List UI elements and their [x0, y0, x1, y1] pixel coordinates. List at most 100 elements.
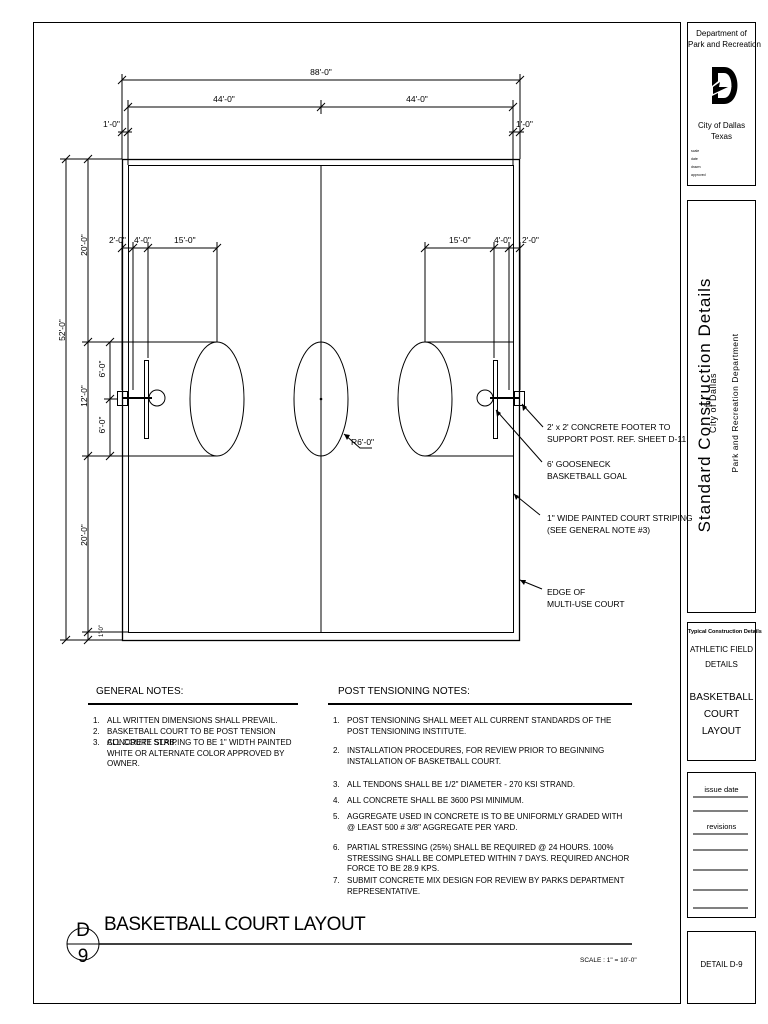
dim-overall-width: 88'-0" [310, 67, 332, 77]
sidebar-box-logo [687, 22, 756, 186]
sidebar-box-sheet [687, 622, 756, 761]
drawing-title: BASKETBALL COURT LAYOUT [104, 914, 366, 935]
dim-offset-right: 1'-0" [516, 119, 533, 129]
city-line1: City of Dallas [697, 121, 746, 130]
sidebar-box-standard [687, 200, 756, 613]
pt-note-3: 3. ALL TENDONS SHALL BE 1/2" DIAMETER - … [333, 780, 633, 791]
field-drawn: drawn [691, 165, 701, 169]
note-number: 1. [333, 716, 340, 725]
dim-side-6-a: 6'-0" [97, 360, 107, 378]
general-notes-heading: GENERAL NOTES: [96, 686, 184, 697]
dim-right-15: 15'-0" [449, 235, 471, 245]
note-text: ALL CONCRETE SHALL BE 3600 PSI MINIMUM. [347, 796, 524, 805]
note-text: ALL TENDONS SHALL BE 1/2" DIAMETER - 270… [347, 780, 575, 789]
court-edge [121, 158, 521, 642]
note-number: 4. [333, 796, 340, 805]
pt-note-6: 6. PARTIAL STRESSING (25%) SHALL BE REQU… [333, 843, 633, 873]
pt-note-1: 1. POST TENSIONING SHALL MEET ALL CURREN… [333, 716, 633, 738]
center-circle [293, 341, 349, 457]
dim-side-20-bottom: 20'-0" [79, 524, 89, 546]
note-text: AGGREGATE USED IN CONCRETE IS TO BE UNIF… [347, 812, 623, 832]
dim-offset-left: 1'-0" [103, 119, 120, 129]
dim-right-4: 4'-0" [494, 235, 511, 245]
pt-notes-heading: POST TENSIONING NOTES: [338, 686, 470, 697]
note-text: ALL WRITTEN DIMENSIONS SHALL PREVAIL. [107, 716, 278, 725]
field-scale: scale [691, 149, 700, 153]
general-note-1: 1. ALL WRITTEN DIMENSIONS SHALL PREVAIL. [93, 716, 313, 727]
dallas-logo [712, 67, 738, 104]
dim-side-1: 1'-0" [99, 625, 105, 637]
field-approved: approved [691, 173, 706, 177]
dim-half-right: 44'-0" [406, 94, 428, 104]
right-free-throw-circle [397, 341, 453, 457]
issue-date-label: issue date [704, 785, 739, 794]
note-text: POST TENSIONING SHALL MEET ALL CURRENT S… [347, 716, 612, 736]
general-note-2: 2. BASKETBALL COURT TO BE POST TENSION C… [93, 727, 313, 747]
drawing-scale: SCALE : 1" = 10'-0" [580, 957, 637, 964]
leader-gooseneck [495, 409, 543, 463]
department-line1: Department of [696, 29, 747, 38]
city-line2: Texas [711, 132, 732, 141]
detail-letter: D [76, 920, 90, 941]
note-number: 1. [93, 716, 100, 725]
pt-note-2: 2. INSTALLATION PROCEDURES, FOR REVIEW P… [333, 746, 633, 768]
note-text: INSTALLATION PROCEDURES, FOR REVIEW PRIO… [347, 746, 605, 766]
dim-side-20-top: 20'-0" [79, 234, 89, 256]
sheet-title-line2: COURT [703, 709, 740, 720]
standard-department: Park and Recreation Department [730, 333, 740, 473]
sheet-border [33, 22, 681, 1004]
pt-note-7: 7. SUBMIT CONCRETE MIX DESIGN FOR REVIEW… [333, 876, 633, 896]
callout-footer-line1: 2' x 2' CONCRETE FOOTER TO [547, 422, 671, 432]
center-point [319, 397, 323, 401]
general-note-3: 3. ALL COURT STRIPING TO BE 1" WIDTH PAI… [93, 738, 313, 768]
dim-left-15: 15'-0" [174, 235, 196, 245]
department-line2: Park and Recreation [688, 40, 761, 49]
sheet-title-line1: BASKETBALL [689, 692, 754, 703]
dim-left-4: 4'-0" [134, 235, 151, 245]
typical-details-label: Typical Construction Details [688, 629, 762, 635]
sidebar-box-detail [687, 931, 756, 1004]
note-number: 2. [93, 727, 100, 736]
callout-footer-line2: SUPPORT POST. REF. SHEET D-11 [547, 434, 687, 444]
detail-id: DETAIL D-9 [700, 960, 743, 969]
left-backboard [144, 360, 149, 439]
dim-half-left: 44'-0" [213, 94, 235, 104]
dim-left-2: 2'-0" [109, 235, 126, 245]
note-number: 3. [333, 780, 340, 789]
dim-side-6-b: 6'-0" [97, 416, 107, 434]
note-text: PARTIAL STRESSING (25%) SHALL BE REQUIRE… [347, 843, 630, 873]
field-date: date [691, 157, 698, 161]
note-text: SUBMIT CONCRETE MIX DESIGN FOR REVIEW BY… [347, 876, 625, 896]
note-number: 6. [333, 843, 340, 852]
leader-striping [513, 493, 541, 516]
note-number: 7. [333, 876, 340, 885]
revisions-label: revisions [706, 822, 737, 831]
callout-striping-line1: 1" WIDE PAINTED COURT STRIPING [547, 513, 693, 523]
callout-edge-line1: EDGE OF [547, 587, 586, 597]
note-number: 2. [333, 746, 340, 755]
callout-gooseneck-line1: 6' GOOSENECK [547, 459, 611, 469]
note-number: 5. [333, 812, 340, 821]
callout-gooseneck-line2: BASKETBALL GOAL [547, 471, 627, 481]
note-text: ALL COURT STRIPING TO BE 1" WIDTH PAINTE… [107, 738, 292, 768]
note-text: BASKETBALL COURT TO BE POST TENSION CONC… [107, 727, 276, 747]
left-free-throw-circle [189, 341, 245, 457]
leader-radius [343, 433, 372, 449]
dim-side-52: 52'-0" [57, 319, 67, 341]
pt-note-5: 5. AGGREGATE USED IN CONCRETE IS TO BE U… [333, 812, 633, 834]
left-rim [148, 389, 166, 407]
callout-edge-line2: MULTI-USE COURT [547, 599, 625, 609]
dim-right-2: 2'-0" [522, 235, 539, 245]
pt-note-4: 4. ALL CONCRETE SHALL BE 3600 PSI MINIMU… [333, 796, 633, 807]
dim-side-12: 12'-0" [79, 385, 89, 407]
sheet-title-line3: LAYOUT [701, 726, 742, 737]
standard-city: City of Dallas [708, 373, 718, 434]
note-number: 3. [93, 738, 100, 747]
callout-striping-line2: (SEE GENERAL NOTE #3) [547, 525, 651, 535]
category-line2: DETAILS [705, 660, 738, 669]
category-line1: ATHLETIC FIELD [690, 645, 753, 654]
detail-number: 9 [77, 946, 89, 967]
right-backboard [493, 360, 498, 439]
sidebar-box-revisions [687, 772, 756, 918]
